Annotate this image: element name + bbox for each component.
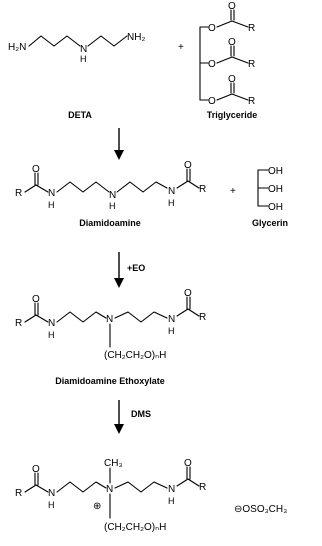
ester1-r: R <box>248 23 255 34</box>
diamido-h-right: H <box>168 198 175 208</box>
quat-n-center: N <box>106 484 113 495</box>
quat-methyl: CH₃ <box>104 458 123 469</box>
diamido-o-left: O <box>32 164 40 175</box>
quat-n-left: N <box>48 488 55 499</box>
quat-chain-right <box>114 481 168 493</box>
atom-n-center: N <box>80 44 87 55</box>
diamidoamine-structure: R O N H N H N H O R <box>15 160 206 211</box>
diamido-chain-left <box>56 181 110 193</box>
plus-sign-2: + <box>230 186 236 197</box>
deta-chain-left <box>28 35 81 47</box>
diamido-r-right: R <box>199 184 206 195</box>
triglyceride-structure: O O R O O R O O R <box>199 1 255 107</box>
ester2-oxygen: O <box>208 59 216 70</box>
glycerin-structure: OH OH OH <box>257 166 283 213</box>
quat-n-right: N <box>168 484 175 495</box>
quat-peg: (CH₂CH₂O)ₙH <box>104 522 166 533</box>
reaction-arrow-3 <box>114 400 124 434</box>
ethox-r-left: R <box>15 318 22 329</box>
diamido-n-right: N <box>168 186 175 197</box>
atom-h-center: H <box>80 54 87 64</box>
glycerin-oh-2: OH <box>268 184 283 195</box>
quat-h-right: H <box>168 496 175 506</box>
quat-r-right: R <box>199 482 206 493</box>
deta-label: DETA <box>68 110 92 120</box>
ester3-carbonyl-o: O <box>228 74 236 85</box>
ester2-bond <box>216 56 249 64</box>
quat-o-left: O <box>32 464 40 475</box>
ester2-r: R <box>248 59 255 70</box>
quat-h-left: H <box>48 500 55 510</box>
ethox-r-right: R <box>199 312 206 323</box>
ester3-oxygen: O <box>208 96 216 107</box>
glycerin-oh-3: OH <box>268 202 283 213</box>
methylsulfate-counter-ion: ⊖OSO₃CH₃ <box>234 504 287 515</box>
plus-sign-1: + <box>178 42 184 53</box>
deta-structure: H₂N N H NH₂ <box>8 32 145 64</box>
diamido-chain-right <box>116 181 168 193</box>
quat-product-structure: R O N H N CH₃ ⊕ (CH₂CH₂O)ₙH N H O R ⊖OSO… <box>15 458 287 533</box>
diamido-r-left: R <box>15 188 22 199</box>
ethox-o-left: O <box>32 294 40 305</box>
quat-chain-left <box>56 481 107 493</box>
reaction-arrow-1 <box>114 128 124 160</box>
diamidoamine-label: Diamidoamine <box>79 218 141 228</box>
diamido-n-center: N <box>109 190 116 201</box>
ethox-o-right: O <box>184 288 192 299</box>
ester2-carbonyl-o: O <box>228 37 236 48</box>
glycerin-label: Glycerin <box>252 218 288 228</box>
quat-positive-charge: ⊕ <box>93 501 101 512</box>
ethoxylate-structure: R O N H N (CH₂CH₂O)ₙH N H O R <box>15 288 206 361</box>
quat-r-left: R <box>15 488 22 499</box>
glycerin-oh-1: OH <box>268 166 283 177</box>
ester3-r: R <box>248 96 255 107</box>
dms-reagent: DMS <box>131 409 151 419</box>
ethox-n-left: N <box>48 318 55 329</box>
atom-h2n: H₂N <box>8 42 26 53</box>
ethox-h-left: H <box>48 330 55 340</box>
eo-reagent: +EO <box>127 263 145 273</box>
ester3-bond <box>216 93 249 101</box>
diamido-n-left: N <box>48 188 55 199</box>
diamido-h-center: H <box>109 201 116 211</box>
ethox-h-right: H <box>168 326 175 336</box>
quat-o-right: O <box>184 458 192 469</box>
ester1-bond <box>216 20 249 28</box>
deta-chain-right <box>87 35 128 47</box>
diamido-o-right: O <box>184 160 192 171</box>
ethox-peg: (CH₂CH₂O)ₙH <box>104 350 166 361</box>
reaction-arrow-2 <box>114 252 124 288</box>
atom-nh2: NH₂ <box>127 32 145 43</box>
ester1-oxygen: O <box>208 23 216 34</box>
ethox-n-center: N <box>106 314 113 325</box>
diamido-h-left: H <box>48 200 55 210</box>
ethox-chain-left <box>56 311 107 323</box>
ethoxylate-label: Diamidoamine Ethoxylate <box>55 376 165 386</box>
triglyceride-label: Triglyceride <box>207 110 258 120</box>
ethox-chain-right <box>114 311 168 323</box>
ester1-carbonyl-o: O <box>228 1 236 12</box>
ethox-n-right: N <box>168 314 175 325</box>
